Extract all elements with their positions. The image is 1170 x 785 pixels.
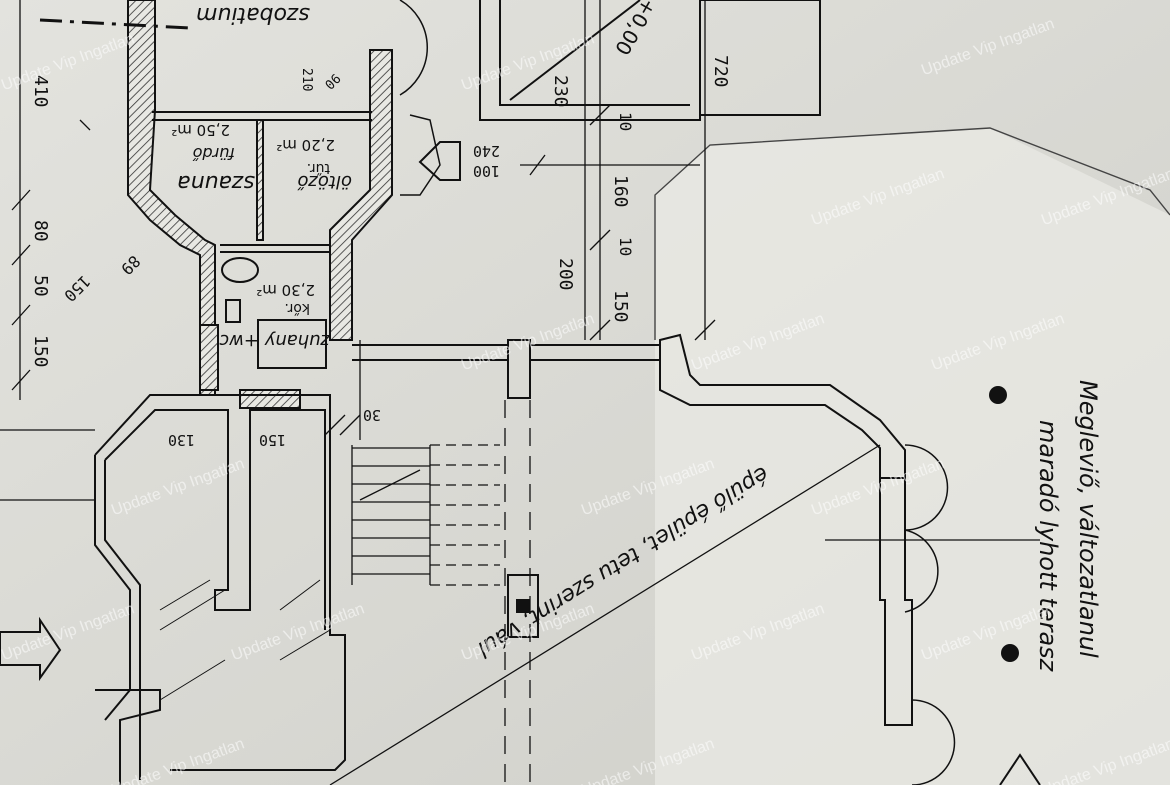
dim-label: 720 — [710, 55, 731, 88]
marker-dot — [1001, 644, 1019, 662]
room-label-sauna: szauna — [177, 170, 255, 195]
area-label: 2,30 m² — [256, 281, 315, 299]
dim-label: 150 — [259, 431, 286, 449]
room-label-fahrt: fürdő — [192, 144, 235, 163]
entrance-arrows — [0, 141, 1041, 785]
dim-label: 80 — [30, 220, 51, 242]
tracing-sheet — [655, 128, 1170, 785]
dim-label: 200 — [555, 258, 576, 291]
dim-label: 130 — [168, 431, 195, 449]
dim-label: 230 — [550, 75, 571, 108]
area-label: tűr. — [307, 160, 330, 176]
dim-label: 30 — [363, 406, 381, 424]
room-label-zaner: öltöző — [296, 171, 352, 192]
area-label: 2,50 m² — [171, 121, 230, 139]
dim-label: 50 — [30, 275, 51, 297]
door-swings — [399, 0, 956, 785]
dim-label: 160 — [610, 175, 631, 208]
area-label: 2,20 m² — [276, 136, 335, 154]
marker-dot — [989, 386, 1007, 404]
leader-line — [329, 444, 881, 785]
dimension-lines — [0, 0, 1040, 541]
entrance-arrow-left-icon — [0, 616, 62, 682]
dim-label: 240 — [473, 142, 500, 160]
section-hatching — [159, 579, 331, 701]
interior-lines — [94, 0, 1170, 785]
dim-label: 10 — [616, 237, 635, 256]
dim-label: 10 — [616, 112, 635, 131]
dim-label: 150 — [610, 290, 631, 323]
dim-label: 410 — [30, 75, 51, 108]
room-label-szoba: szobatium — [196, 2, 310, 27]
dim-label: 100 — [473, 162, 500, 180]
room-label-zuhany: zuhany +wc — [219, 330, 331, 351]
staircase — [351, 400, 531, 785]
axis-line — [39, 18, 191, 30]
entrance-arrow-right-icon — [999, 753, 1041, 785]
area-label: kőr. — [284, 300, 310, 316]
note-terrace: maradó lyhott terasz — [1034, 420, 1062, 673]
dim-label: 150 — [30, 335, 51, 368]
dim-label: 210 — [299, 68, 314, 91]
entrance-arrow-top-icon — [418, 141, 461, 181]
note-existing: Megleviő, változatlanul — [1074, 380, 1102, 658]
